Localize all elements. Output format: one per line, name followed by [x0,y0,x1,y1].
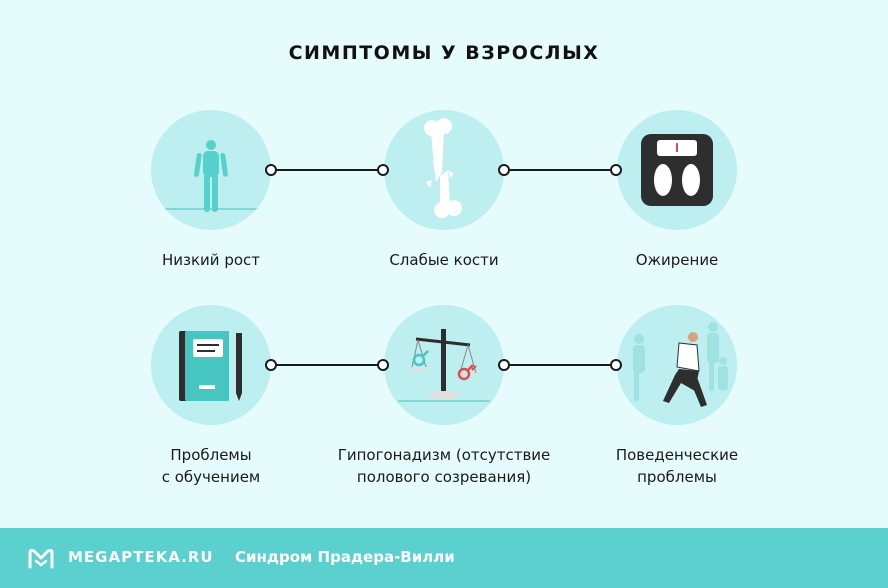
symptom-node-weak-bones [384,110,504,230]
notebook-pencil-icon [179,331,242,401]
symptom-node-learning-problems [151,305,271,425]
connector-2-3 [498,164,622,176]
bathroom-scale-icon [641,134,713,206]
megapteka-logo-icon [28,548,54,569]
brand-name[interactable]: MEGAPTEKA.RU [68,548,214,566]
running-man-icon [633,322,728,407]
symptom-node-obesity [617,110,737,230]
gender-scales-icon [398,329,490,402]
human-figure-icon [165,140,257,212]
connector-1-2 [265,164,389,176]
page-title: СИМПТОМЫ У ВЗРОСЛЫХ [288,42,600,64]
symptom-label-weak-bones: Слабые кости [389,251,499,269]
footer-subtitle: Синдром Прадера-Вилли [235,548,455,566]
symptom-label-short-stature: Низкий рост [161,251,260,269]
footer-bar: MEGAPTEKA.RU Синдром Прадера-Вилли [0,528,888,588]
symptom-label-hypogonadism: Гипогонадизм (отсутствие полового созрев… [337,446,551,486]
connector-5-6 [498,359,622,371]
symptom-label-learning-problems: Проблемы с обучением [161,446,261,486]
symptom-label-obesity: Ожирение [635,251,719,269]
symptom-label-behavioral-problems: Поведенческие проблемы [615,446,739,486]
broken-bone-icon [424,118,462,218]
connector-4-5 [265,359,389,371]
symptom-node-short-stature [151,110,271,230]
symptom-node-behavioral-problems [617,305,737,425]
symptom-node-hypogonadism [384,305,504,425]
